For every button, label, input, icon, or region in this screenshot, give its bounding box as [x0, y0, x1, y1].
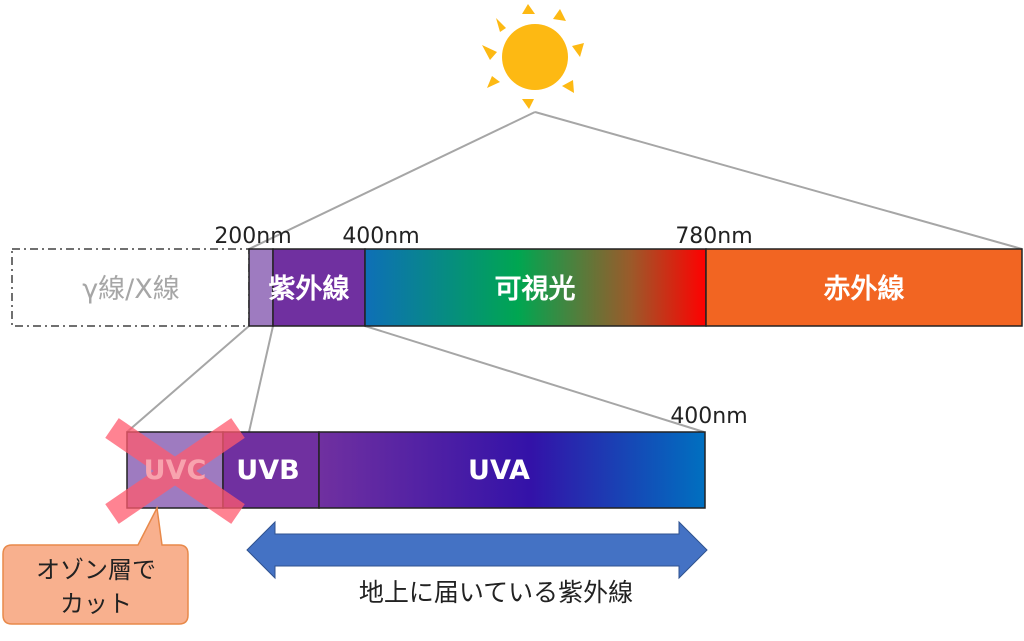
- sun-icon: [482, 4, 584, 109]
- infrared-segment: [705, 248, 1023, 327]
- uvb-label: UVB: [236, 455, 299, 486]
- tick-400nm: 400nm: [342, 224, 419, 249]
- uva-label: UVA: [468, 455, 530, 486]
- uvc-small-segment: [248, 248, 274, 327]
- uvc-label: UVC: [144, 455, 207, 486]
- tick-780nm: 780nm: [675, 224, 752, 249]
- gamma-xray-label: γ線/X線: [82, 274, 180, 305]
- cross-mark-icon: [105, 418, 245, 524]
- uva-segment: [318, 431, 706, 509]
- ozone-callout: [2, 505, 189, 625]
- tick-200nm: 200nm: [214, 224, 291, 249]
- callout-line-2: カット: [60, 590, 132, 618]
- uv-label: 紫外線: [269, 273, 350, 305]
- visible-label: 可視光: [495, 274, 576, 305]
- double-arrow-icon: [246, 520, 708, 580]
- uv-tick-400nm: 400nm: [670, 404, 747, 429]
- callout-line-1: オゾン層で: [36, 556, 156, 584]
- guide-lines: [126, 111, 1023, 433]
- arrow-caption: 地上に届いている紫外線: [359, 578, 633, 607]
- infrared-label: 赤外線: [824, 273, 905, 305]
- uvb-segment: [222, 431, 320, 509]
